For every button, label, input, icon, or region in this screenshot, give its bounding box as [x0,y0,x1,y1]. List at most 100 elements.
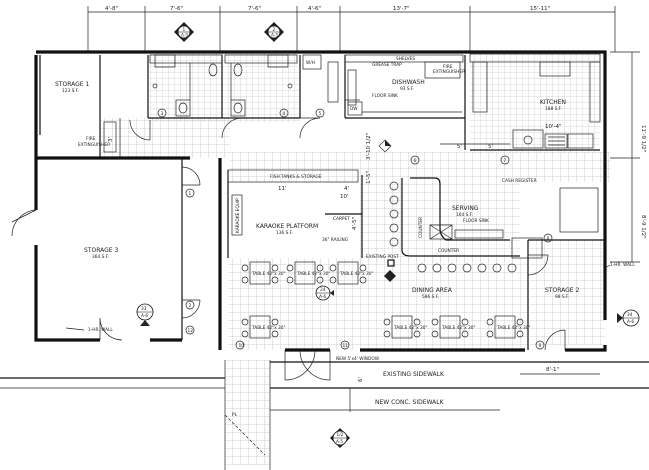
dim-right-2: 8'-9 1/2" [640,215,646,239]
dim-top-4: 4'-6" [308,6,321,12]
tile-floor [100,52,610,465]
tag-number: 1/2 [337,432,344,438]
table-label: TABLE 42"x 30" [251,325,285,331]
karaoke-area: FISH TANKS & STORAGE KARAOKE EQUIP 11' 4… [227,133,372,243]
karaoke-room-area: 136 S.F. [276,230,293,236]
dishwash-room-area: 93 S.F. [400,86,414,92]
dim-karaoke-2: 4' [344,186,349,192]
dim-karaoke-5: 3'-10 1/2" [366,133,372,160]
water-heater-label: W/H [306,60,315,66]
dining-area: DINING AREA 586 S.F. EXISTING POST [366,254,453,300]
tag-number: 24 [320,287,326,293]
cash-register-label: CASH REGISTER [502,178,537,184]
table-label: TABLE 42"x 30" [496,325,530,331]
storage3-room-area: 364 S.F. [92,254,109,260]
table-group: TABLE 42"x 30" [383,315,427,339]
dim-top-5: 13'-7" [393,6,410,12]
storage2: STORAGE 2 98 S.F. 1-HR. WALL [545,262,635,300]
door-number: 8 [547,236,550,242]
section-tag: 24 A-6 [315,285,334,301]
door-number: 2 [189,303,192,309]
one-hr-wall-right-label: 1-HR. WALL [610,262,635,268]
dishwash-room-name: DISHWASH [392,79,425,86]
section-tag: 1/2 A-5 [330,428,350,448]
storage3-room-name: STORAGE 3 [84,247,118,254]
dim-top-2: 7'-6" [170,6,183,12]
kitchen-fixtures: KITCHEN 188 S.F. 10'-4" [469,53,601,149]
fire-extinguisher-label: EXTINGUISHER [78,142,110,148]
storage2-room-area: 98 S.F. [555,294,569,300]
right-dimensions: 11'-9 1/2" 8'-9 1/2" [610,51,646,263]
door-tags: 1 2 3 4 5 6 7 8 9 10 11 12 [157,108,553,350]
dim-serving-2: 5' [488,144,493,150]
table-group: TABLE 42"x 30" [329,261,373,285]
dim-top-6: 15'-11" [530,6,550,12]
tag-sheet: A-5 [181,33,188,39]
new-sidewalk-label: NEW CONC. SIDEWALK [375,399,445,406]
section-tag: 34 A-6 [617,309,640,327]
grease-trap-label: GREASE TRAP [372,62,402,68]
storage3: STORAGE 3 364 S.F. 1-HR. WALL [65,247,118,333]
tag-sheet: A-5 [271,33,278,39]
door-number: 1 [189,191,192,197]
fish-tanks-label: FISH TANKS & STORAGE [270,174,322,180]
tag-number: 34 [627,312,633,318]
dim-serving-1: 5' [457,144,462,150]
table-group: TABLE 42"x 30" [241,261,285,285]
kitchen-room-name: KITCHEN [540,99,566,106]
door-number: 3 [161,111,164,117]
dishwasher-label: DW [350,106,358,112]
section-tag: 2 A-5 [264,22,284,42]
table-label: TABLE 42"x 30" [339,271,373,277]
counter-label: COUNTER [438,248,459,254]
dim-karaoke-6: 1'-5" [366,171,372,184]
fire-extinguisher-top-label: FIRE [443,64,453,70]
table-group: TABLE 42"x 30" [431,315,475,339]
serving-room-name: SERVING [452,205,479,212]
fire-extinguisher-top-label: EXTINGUISHER [433,69,465,75]
dim-kitchen: 10'-4" [545,124,562,130]
dim-karaoke-3: 10' [340,194,349,200]
serving-area: SERVING 164 S.F. FLOOR SINK CASH REGISTE… [389,143,599,273]
table-label: TABLE 42"x 30" [393,325,427,331]
storage1: STORAGE 1 123 S.F. FIRE EXTINGUISHER [55,81,117,153]
carpet-label: CARPET [333,216,350,222]
table-group: TABLE 42"x 30" [286,261,330,285]
counter-side-label: COUNTER [418,217,424,238]
section-tag: 1 A-5 [174,22,194,42]
dim-sidewalk: 8'-1" [546,367,559,373]
floor-sink-2-label: FLOOR SINK [463,218,489,224]
top-dimensions: 4'-8" 7'-6" 7'-6" 4'-6" 13'-7" 15'-11" [87,6,616,52]
dining-room-name: DINING AREA [412,287,453,294]
floor-sink-label: FLOOR SINK [372,93,398,99]
dim-karaoke-1: 11' [278,186,287,192]
tag-sheet: A-6 [141,313,148,319]
tag-sheet: A-6 [627,319,634,325]
door-number: 4 [283,111,286,117]
property-line-label: PL [232,412,238,418]
fire-extinguisher-label: FIRE [86,136,96,142]
kitchen-room-area: 188 S.F. [545,106,562,112]
table-group: TABLE 42"x 30" [486,315,530,339]
door-number: 11 [343,343,349,349]
railing-label: 36" RAILING [322,237,348,243]
dining-room-area: 586 S.F. [422,294,439,300]
door-number: 5 [319,111,322,117]
dim-right-1: 11'-9 1/2" [640,125,646,152]
karaoke-room-name: KARAOKE PLATFORM [256,223,318,230]
door-number: 9 [539,343,542,349]
dim-karaoke-4: 4'-5" [352,217,358,230]
door-number: 12 [188,328,194,334]
existing-sidewalk-label: EXISTING SIDEWALK [383,371,445,378]
door-number: 7 [504,158,507,164]
dim-top-3: 7'-6" [248,6,261,12]
tag-sheet: A-5 [336,439,343,445]
shelves-label: SHELVES [396,56,415,62]
one-hr-wall-left-label: 1-HR. WALL [88,327,113,333]
restroom-fixtures [149,54,298,117]
dim-misc: 3' [108,137,114,142]
storage1-room-name: STORAGE 1 [55,81,89,88]
table-label: TABLE 42"x 30" [441,325,475,331]
misc-dimensions: 3' [108,118,121,158]
karaoke-equip-label: KARAOKE EQUIP [235,198,241,233]
